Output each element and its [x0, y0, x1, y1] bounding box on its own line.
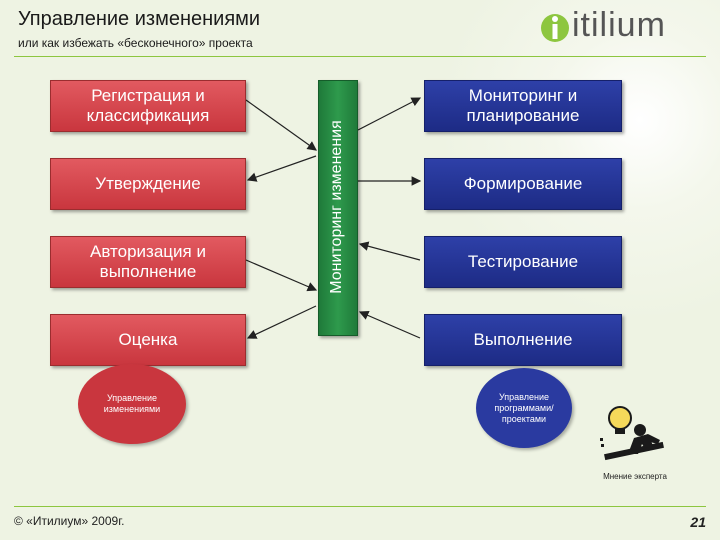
slide-title: Управление изменениями: [18, 8, 261, 30]
step-evaluation: Оценка: [50, 314, 246, 366]
arrow-auth-to-monitor: [245, 259, 318, 292]
step-testing: Тестирование: [424, 236, 622, 288]
step-registration: Регистрация и классификация: [50, 80, 246, 132]
expert-caption: Мнение эксперта: [603, 472, 667, 481]
step-authorization: Авторизация и выполнение: [50, 236, 246, 288]
step-approval: Утверждение: [50, 158, 246, 210]
slide-subtitle: или как избежать «бесконечного» проекта: [18, 36, 253, 50]
step-forming: Формирование: [424, 158, 622, 210]
monitoring-bar-label: Мониторинг изменения: [328, 120, 345, 294]
itilium-logo: itilium: [540, 6, 710, 48]
program-management-ellipse: Управление программами/ проектами: [476, 368, 572, 448]
logo-wordmark: itilium: [572, 6, 666, 44]
copyright-text: © «Итилиум» 2009г.: [14, 514, 125, 528]
arrow-reg-to-monitor: [245, 99, 317, 151]
header-divider: [14, 56, 706, 57]
arrow-monitor-to-eval: [246, 305, 317, 339]
arrow-monitor-to-approve: [246, 155, 317, 182]
arrow-test-to-monitor: [358, 241, 421, 261]
change-management-ellipse: Управление изменениями: [78, 364, 186, 444]
monitoring-bar: [318, 80, 358, 336]
arrow-exec-to-monitor: [358, 310, 421, 339]
arrow-monitor-to-plan: [357, 97, 422, 131]
page-number: 21: [690, 514, 706, 530]
footer-divider: [14, 506, 706, 507]
step-execution: Выполнение: [424, 314, 622, 366]
step-monitoring-planning: Мониторинг и планирование: [424, 80, 622, 132]
expert-lightbulb-icon: [600, 406, 664, 461]
logo-i-icon: [541, 14, 569, 42]
